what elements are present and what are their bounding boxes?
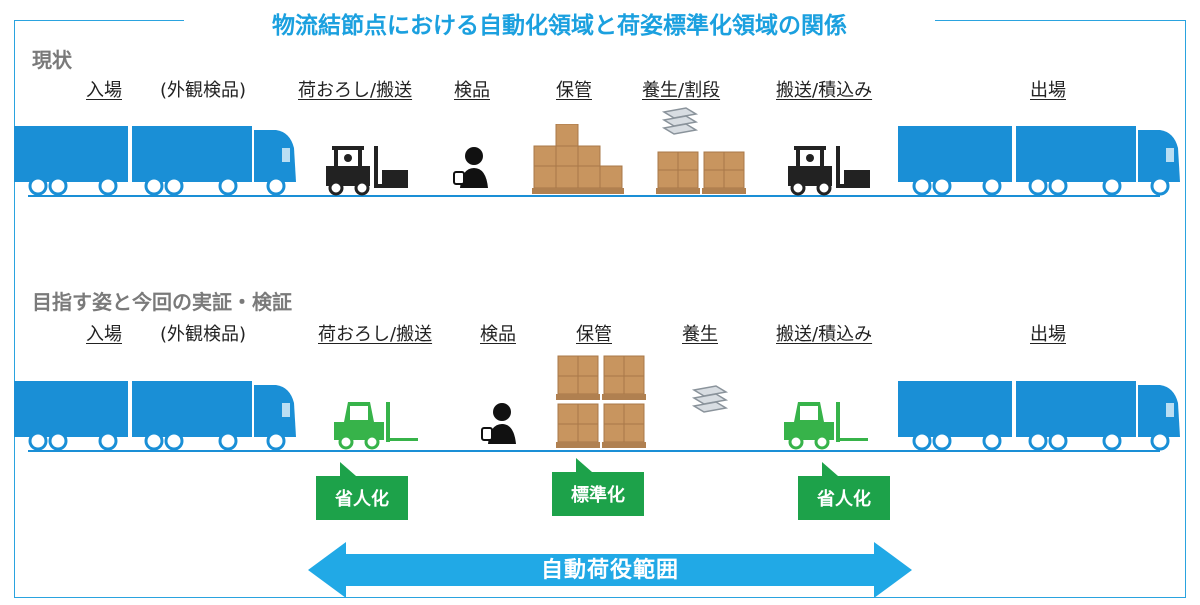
- future-step-loading: 搬送/積込み: [776, 324, 873, 345]
- future-step-visual-inspection: (外観検品): [160, 324, 247, 345]
- current-step-loading: 搬送/積込み: [776, 80, 873, 101]
- future-heading: 目指す姿と今回の実証・検証: [32, 290, 292, 314]
- future-step-unloading: 荷おろし/搬送: [318, 324, 433, 345]
- frame-top-right: [935, 20, 1186, 21]
- truck-icon: [898, 381, 1180, 451]
- badge-label: 省人化: [817, 489, 871, 510]
- pallet-boxes-icon: [656, 151, 746, 194]
- future-step-exit: 出場: [1030, 324, 1066, 345]
- current-step-unloading: 荷おろし/搬送: [298, 80, 413, 101]
- diagram-title: 物流結節点における自動化領域と荷姿標準化領域の関係: [272, 13, 847, 39]
- truck-icon: [898, 126, 1180, 196]
- current-step-inspection: 検品: [454, 80, 490, 101]
- labor-saving-badge: 省人化: [316, 462, 408, 520]
- current-step-wrapping-splitting: 養生/割段: [642, 80, 721, 101]
- pallet-boxes-icon: [532, 124, 624, 194]
- wrap-material-icon: [691, 385, 729, 413]
- badge-label: 標準化: [571, 485, 625, 506]
- truck-icon: [14, 381, 296, 451]
- current-step-storage: 保管: [556, 80, 592, 101]
- future-step-wrapping: 養生: [682, 324, 718, 345]
- frame-top-left: [14, 20, 184, 21]
- future-step-inspection: 検品: [480, 324, 516, 345]
- automated-forklift-icon: [784, 402, 868, 450]
- current-step-entry: 入場: [86, 80, 122, 101]
- range-label: 自動荷役範囲: [540, 558, 679, 583]
- standardization-badge: 標準化: [552, 458, 644, 516]
- range-arrow: [308, 542, 912, 598]
- future-step-entry: 入場: [86, 324, 122, 345]
- labor-saving-badge: 省人化: [798, 462, 890, 520]
- current-heading: 現状: [32, 48, 72, 72]
- current-step-visual-inspection: (外観検品): [160, 80, 247, 101]
- wrap-material-icon: [661, 107, 699, 135]
- inspector-icon: [481, 403, 516, 444]
- truck-icon: [14, 126, 296, 196]
- future-step-storage: 保管: [576, 324, 612, 345]
- forklift-icon: [788, 146, 870, 196]
- forklift-icon: [326, 146, 408, 196]
- diagram-frame: [14, 20, 1186, 598]
- inspector-icon: [453, 147, 488, 188]
- current-step-exit: 出場: [1030, 80, 1066, 101]
- badge-label: 省人化: [335, 489, 389, 510]
- automated-forklift-icon: [334, 402, 418, 450]
- pallet-boxes-icon: [556, 355, 646, 448]
